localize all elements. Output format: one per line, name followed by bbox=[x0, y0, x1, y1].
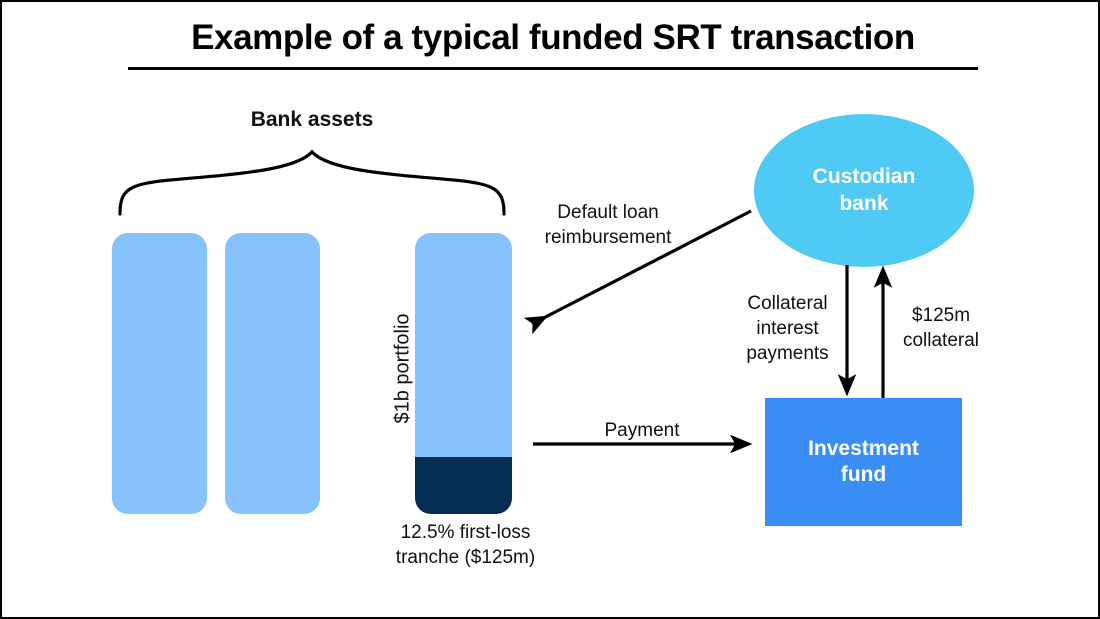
first-loss-tranche-segment bbox=[415, 457, 512, 514]
tranche-caption: 12.5% first-loss tranche ($125m) bbox=[373, 521, 558, 570]
label-collateral-posting: $125m collateral bbox=[891, 303, 991, 353]
bank-asset-bar-1 bbox=[112, 233, 207, 514]
custodian-bank-text: Custodian bank bbox=[813, 164, 916, 217]
arrow-default-loan-reimbursement bbox=[523, 209, 752, 335]
collateral-interest-line-3: payments bbox=[746, 343, 829, 365]
bank-assets-brace-icon bbox=[118, 149, 506, 216]
investment-fund-text: Investment fund bbox=[808, 436, 919, 489]
arrow-payment bbox=[533, 434, 753, 454]
investment-fund-line-1: Investment bbox=[808, 436, 919, 460]
arrow-collateral-posting bbox=[873, 265, 893, 398]
bank-assets-label: Bank assets bbox=[250, 108, 374, 131]
title-block: Example of a typical funded SRT transact… bbox=[128, 18, 978, 71]
bank-asset-bar-2 bbox=[225, 233, 320, 514]
label-payment: Payment bbox=[604, 420, 680, 441]
node-custodian-bank: Custodian bank bbox=[754, 114, 974, 267]
collateral-interest-line-1: Collateral bbox=[747, 293, 828, 314]
portfolio-size-label: $1b portfolio bbox=[391, 313, 414, 424]
label-default-loan-reimbursement: Default loan reimbursement bbox=[528, 200, 688, 250]
custodian-bank-line-2: bank bbox=[839, 191, 889, 215]
collateral-posting-line-2: collateral bbox=[902, 330, 980, 352]
tranche-caption-line-1: 12.5% first-loss bbox=[400, 522, 531, 543]
default-loan-line-2: reimbursement bbox=[544, 227, 672, 249]
arrow-collateral-interest-payments bbox=[837, 265, 857, 397]
collateral-interest-line-2: interest bbox=[756, 318, 819, 340]
investment-fund-line-2: fund bbox=[840, 463, 887, 486]
custodian-bank-line-1: Custodian bbox=[812, 165, 916, 189]
tranche-caption-line-2: tranche ($125m) bbox=[395, 546, 536, 568]
label-collateral-interest-payments: Collateral interest payments bbox=[735, 291, 840, 366]
collateral-posting-line-1: $125m bbox=[911, 305, 971, 326]
default-loan-line-1: Default loan bbox=[557, 202, 659, 223]
node-investment-fund: Investment fund bbox=[765, 398, 962, 526]
title-underline-rule bbox=[128, 67, 978, 71]
page-title: Example of a typical funded SRT transact… bbox=[191, 18, 915, 57]
